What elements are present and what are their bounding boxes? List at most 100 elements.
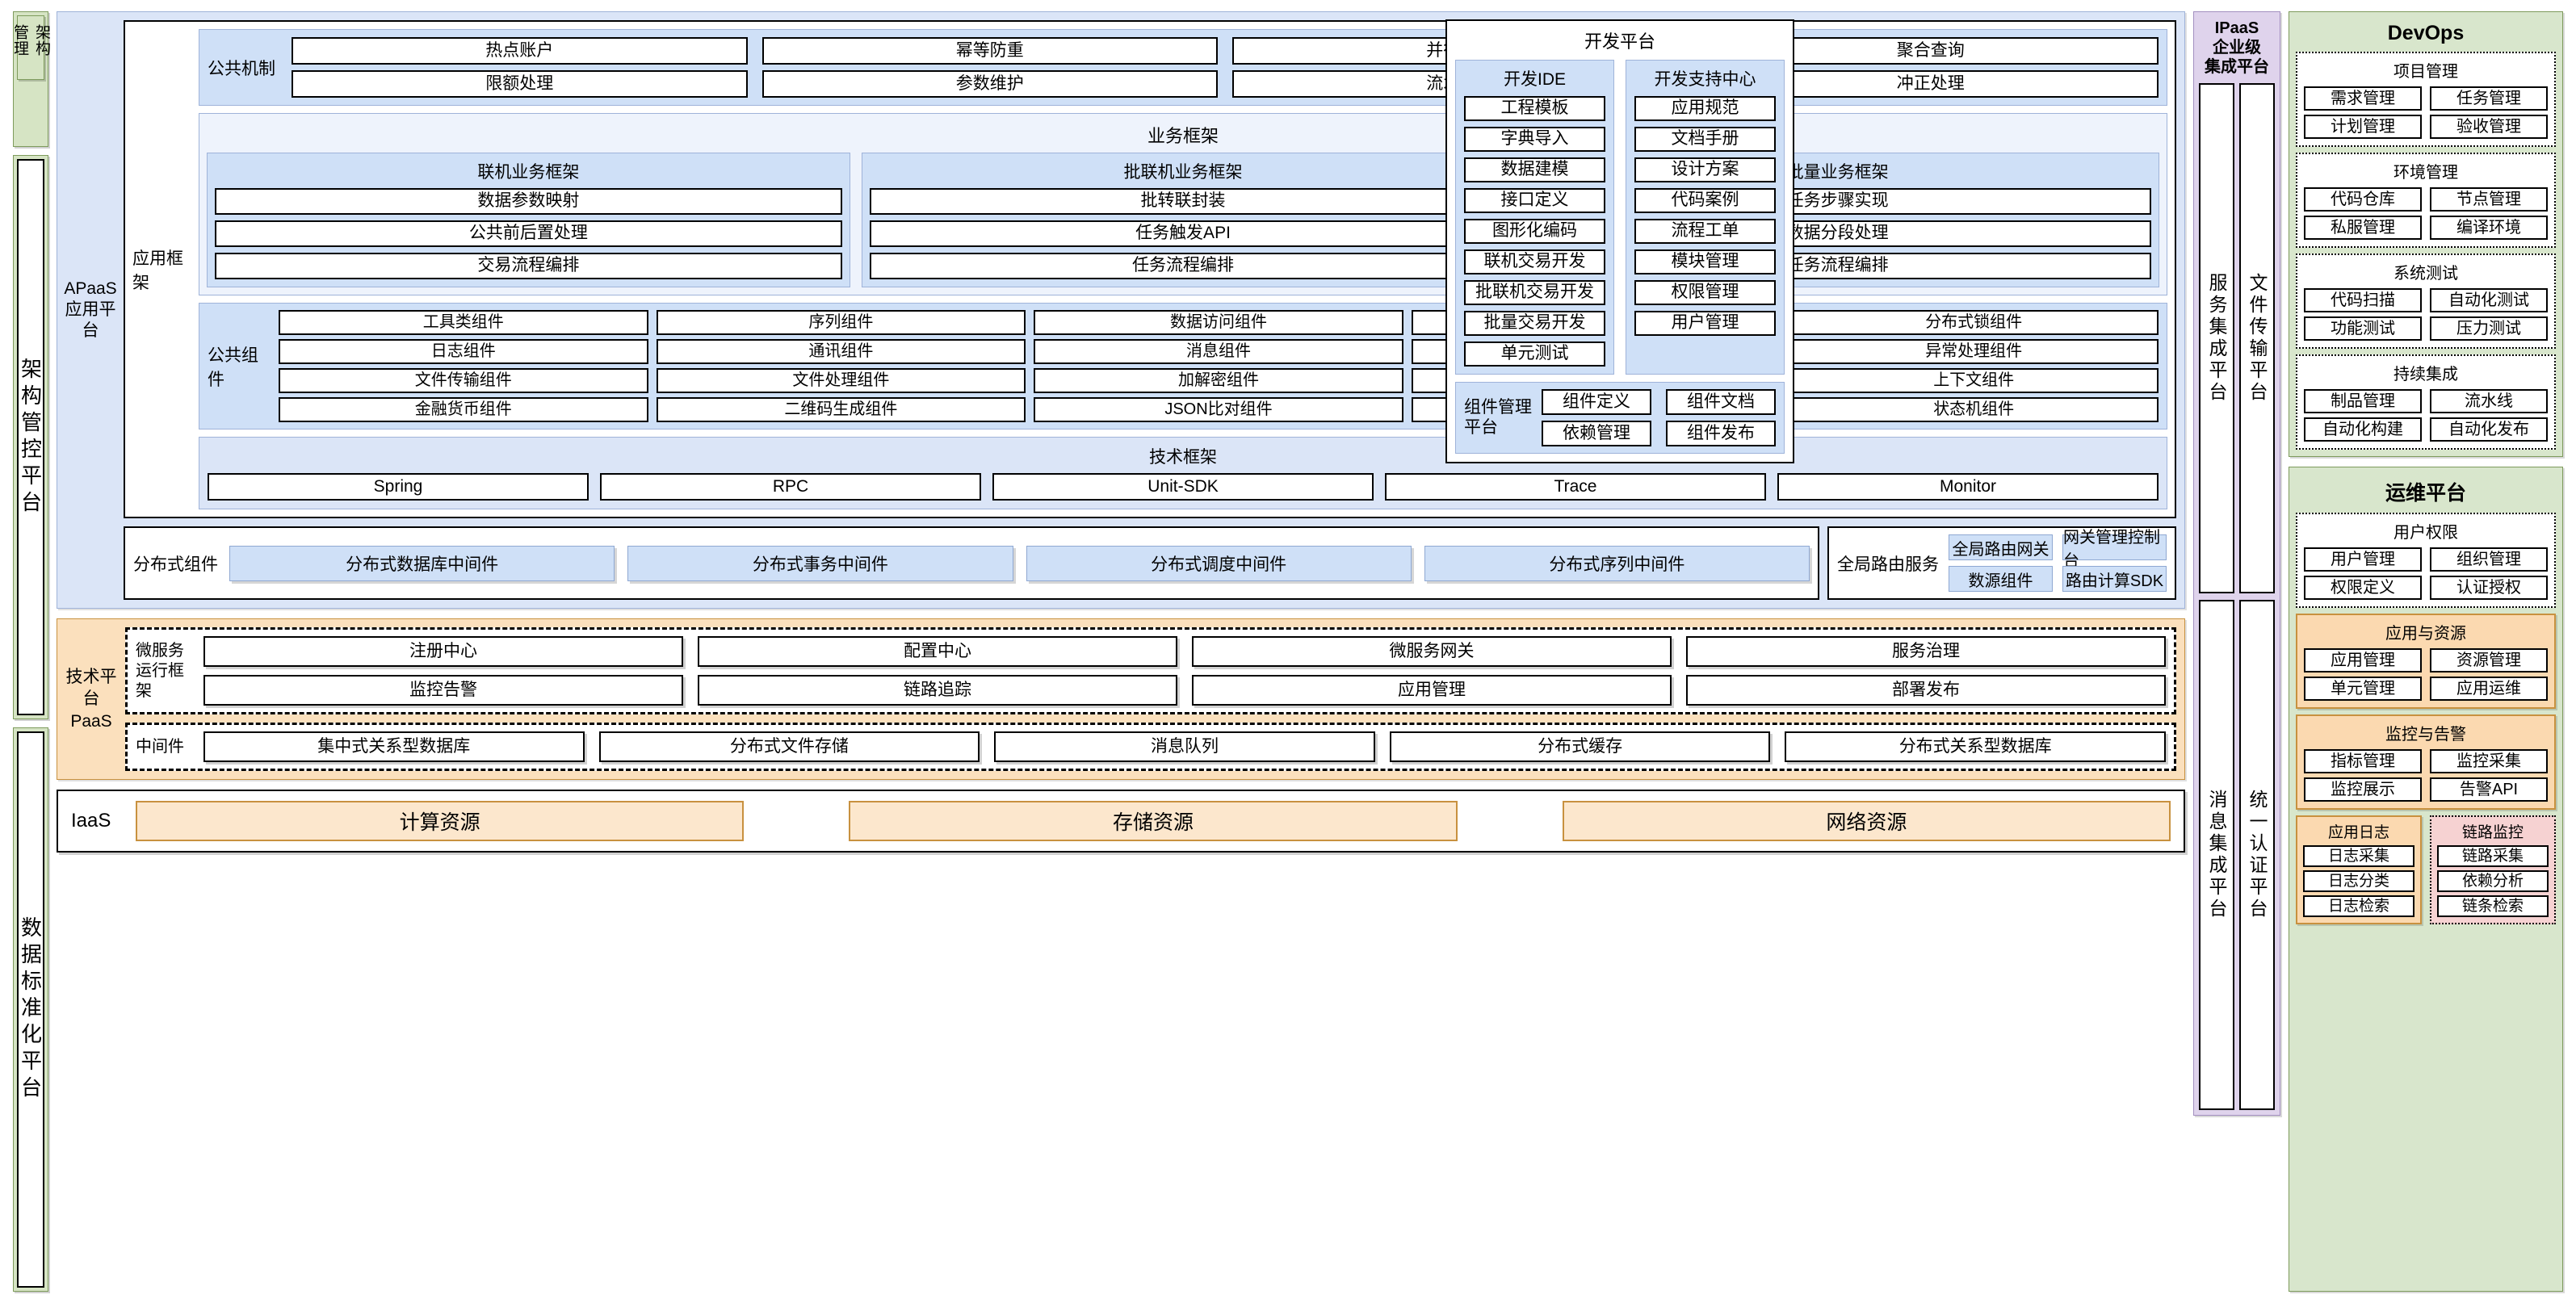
distributed-item[interactable]: 分布式数据库中间件 bbox=[229, 545, 615, 581]
routing-item[interactable]: 全局路由网关 bbox=[1949, 534, 2053, 560]
component-item[interactable]: 文件传输组件 bbox=[279, 368, 648, 393]
component-item[interactable]: 分布式锁组件 bbox=[1789, 310, 2159, 335]
tech-item[interactable]: Monitor bbox=[1777, 473, 2159, 501]
microservice-item[interactable]: 链路追踪 bbox=[698, 675, 1177, 706]
routing-item[interactable]: 网关管理控制台 bbox=[2062, 529, 2167, 570]
ops-item[interactable]: 资源管理 bbox=[2430, 648, 2548, 672]
middleware-item[interactable]: 消息队列 bbox=[994, 731, 1375, 762]
mechanism-item[interactable]: 参数维护 bbox=[761, 70, 1218, 98]
middleware-item[interactable]: 集中式关系型数据库 bbox=[203, 731, 585, 762]
component-item[interactable]: 通讯组件 bbox=[656, 339, 1026, 364]
biz-item[interactable]: 数据参数映射 bbox=[215, 188, 842, 215]
microservice-item[interactable]: 微服务网关 bbox=[1192, 636, 1672, 667]
biz-item[interactable]: 交易流程编排 bbox=[215, 253, 842, 279]
ops-trace-item[interactable]: 链条检索 bbox=[2437, 895, 2549, 917]
component-item[interactable]: 金融货币组件 bbox=[279, 397, 648, 422]
devops-item[interactable]: 代码扫描 bbox=[2304, 288, 2422, 312]
component-item[interactable]: 工具类组件 bbox=[279, 310, 648, 335]
devops-item[interactable]: 任务管理 bbox=[2430, 86, 2548, 111]
ops-trace-item[interactable]: 依赖分析 bbox=[2437, 870, 2549, 892]
ops-item[interactable]: 用户管理 bbox=[2304, 547, 2422, 572]
component-item[interactable]: 上下文组件 bbox=[1789, 368, 2159, 393]
ops-log-item[interactable]: 日志检索 bbox=[2303, 895, 2414, 917]
dev-item[interactable]: 权限管理 bbox=[1634, 280, 1776, 305]
component-manager-item[interactable]: 组件发布 bbox=[1666, 421, 1776, 446]
devops-item[interactable]: 验收管理 bbox=[2430, 115, 2548, 139]
ops-item[interactable]: 应用运维 bbox=[2430, 677, 2548, 701]
ops-item[interactable]: 监控采集 bbox=[2430, 749, 2548, 773]
microservice-item[interactable]: 应用管理 bbox=[1192, 675, 1672, 706]
dev-item[interactable]: 批联机交易开发 bbox=[1464, 280, 1605, 305]
component-item[interactable]: 消息组件 bbox=[1034, 339, 1403, 364]
rail-item-arch-control[interactable]: 架构管控平台 bbox=[17, 159, 44, 715]
dev-item[interactable]: 批量交易开发 bbox=[1464, 311, 1605, 336]
devops-item[interactable]: 自动化构建 bbox=[2304, 417, 2422, 442]
mechanism-item[interactable]: 幂等防重 bbox=[761, 37, 1218, 65]
component-item[interactable]: 状态机组件 bbox=[1789, 397, 2159, 422]
iaas-item[interactable]: 网络资源 bbox=[1562, 801, 2171, 841]
devops-item[interactable]: 制品管理 bbox=[2304, 389, 2422, 413]
ops-item[interactable]: 单元管理 bbox=[2304, 677, 2422, 701]
tech-item[interactable]: Spring bbox=[208, 473, 589, 501]
microservice-item[interactable]: 注册中心 bbox=[203, 636, 683, 667]
component-item[interactable]: 二维码生成组件 bbox=[656, 397, 1026, 422]
dev-item[interactable]: 联机交易开发 bbox=[1464, 249, 1605, 274]
iaas-item[interactable]: 计算资源 bbox=[136, 801, 745, 841]
devops-item[interactable]: 自动化测试 bbox=[2430, 288, 2548, 312]
ipaas-item-service-integration[interactable]: 服务集成平台 bbox=[2199, 83, 2234, 593]
distributed-item[interactable]: 分布式调度中间件 bbox=[1026, 545, 1412, 581]
ops-log-item[interactable]: 日志采集 bbox=[2303, 845, 2414, 867]
dev-item[interactable]: 模块管理 bbox=[1634, 249, 1776, 274]
devops-item[interactable]: 计划管理 bbox=[2304, 115, 2422, 139]
dev-item[interactable]: 文档手册 bbox=[1634, 127, 1776, 152]
devops-item[interactable]: 编译环境 bbox=[2430, 216, 2548, 240]
component-manager-item[interactable]: 依赖管理 bbox=[1542, 421, 1651, 446]
ops-item[interactable]: 认证授权 bbox=[2430, 576, 2548, 600]
ops-item[interactable]: 权限定义 bbox=[2304, 576, 2422, 600]
ipaas-item-message-integration[interactable]: 消息集成平台 bbox=[2199, 600, 2234, 1110]
dev-item[interactable]: 设计方案 bbox=[1634, 157, 1776, 182]
tech-item[interactable]: Unit-SDK bbox=[992, 473, 1374, 501]
middleware-item[interactable]: 分布式关系型数据库 bbox=[1785, 731, 2166, 762]
ops-item[interactable]: 指标管理 bbox=[2304, 749, 2422, 773]
microservice-item[interactable]: 监控告警 bbox=[203, 675, 683, 706]
devops-item[interactable]: 节点管理 bbox=[2430, 187, 2548, 212]
devops-item[interactable]: 私服管理 bbox=[2304, 216, 2422, 240]
component-item[interactable]: 序列组件 bbox=[656, 310, 1026, 335]
biz-item[interactable]: 批转联封装 bbox=[869, 188, 1497, 215]
component-item[interactable]: 加解密组件 bbox=[1034, 368, 1403, 393]
devops-item[interactable]: 功能测试 bbox=[2304, 316, 2422, 341]
routing-item[interactable]: 路由计算SDK bbox=[2062, 566, 2167, 592]
component-manager-item[interactable]: 组件定义 bbox=[1542, 389, 1651, 415]
ipaas-item-unified-auth[interactable]: 统一认证平台 bbox=[2239, 600, 2275, 1110]
microservice-item[interactable]: 配置中心 bbox=[698, 636, 1177, 667]
dev-item[interactable]: 代码案例 bbox=[1634, 188, 1776, 213]
dev-item[interactable]: 单元测试 bbox=[1464, 341, 1605, 367]
ops-item[interactable]: 监控展示 bbox=[2304, 777, 2422, 802]
microservice-item[interactable]: 服务治理 bbox=[1686, 636, 2166, 667]
ops-log-item[interactable]: 日志分类 bbox=[2303, 870, 2414, 892]
component-item[interactable]: 异常处理组件 bbox=[1789, 339, 2159, 364]
routing-item[interactable]: 数源组件 bbox=[1949, 566, 2053, 592]
component-manager-item[interactable]: 组件文档 bbox=[1666, 389, 1776, 415]
devops-item[interactable]: 压力测试 bbox=[2430, 316, 2548, 341]
ipaas-item-file-transfer[interactable]: 文件传输平台 bbox=[2239, 83, 2275, 593]
component-item[interactable]: 文件处理组件 bbox=[656, 368, 1026, 393]
biz-item[interactable]: 任务流程编排 bbox=[869, 253, 1497, 279]
rail-item-data-standard[interactable]: 数据标准化平台 bbox=[17, 731, 44, 1288]
microservice-item[interactable]: 部署发布 bbox=[1686, 675, 2166, 706]
middleware-item[interactable]: 分布式缓存 bbox=[1389, 731, 1771, 762]
biz-item[interactable]: 任务触发API bbox=[869, 220, 1497, 247]
dev-item[interactable]: 图形化编码 bbox=[1464, 219, 1605, 244]
middleware-item[interactable]: 分布式文件存储 bbox=[598, 731, 980, 762]
mechanism-item[interactable]: 热点账户 bbox=[292, 37, 748, 65]
component-item[interactable]: 数据访问组件 bbox=[1034, 310, 1403, 335]
tech-item[interactable]: RPC bbox=[600, 473, 981, 501]
dev-item[interactable]: 接口定义 bbox=[1464, 188, 1605, 213]
devops-item[interactable]: 流水线 bbox=[2430, 389, 2548, 413]
dev-item[interactable]: 应用规范 bbox=[1634, 96, 1776, 121]
ops-item[interactable]: 组织管理 bbox=[2430, 547, 2548, 572]
ops-trace-item[interactable]: 链路采集 bbox=[2437, 845, 2549, 867]
ops-item[interactable]: 应用管理 bbox=[2304, 648, 2422, 672]
iaas-item[interactable]: 存储资源 bbox=[849, 801, 1458, 841]
